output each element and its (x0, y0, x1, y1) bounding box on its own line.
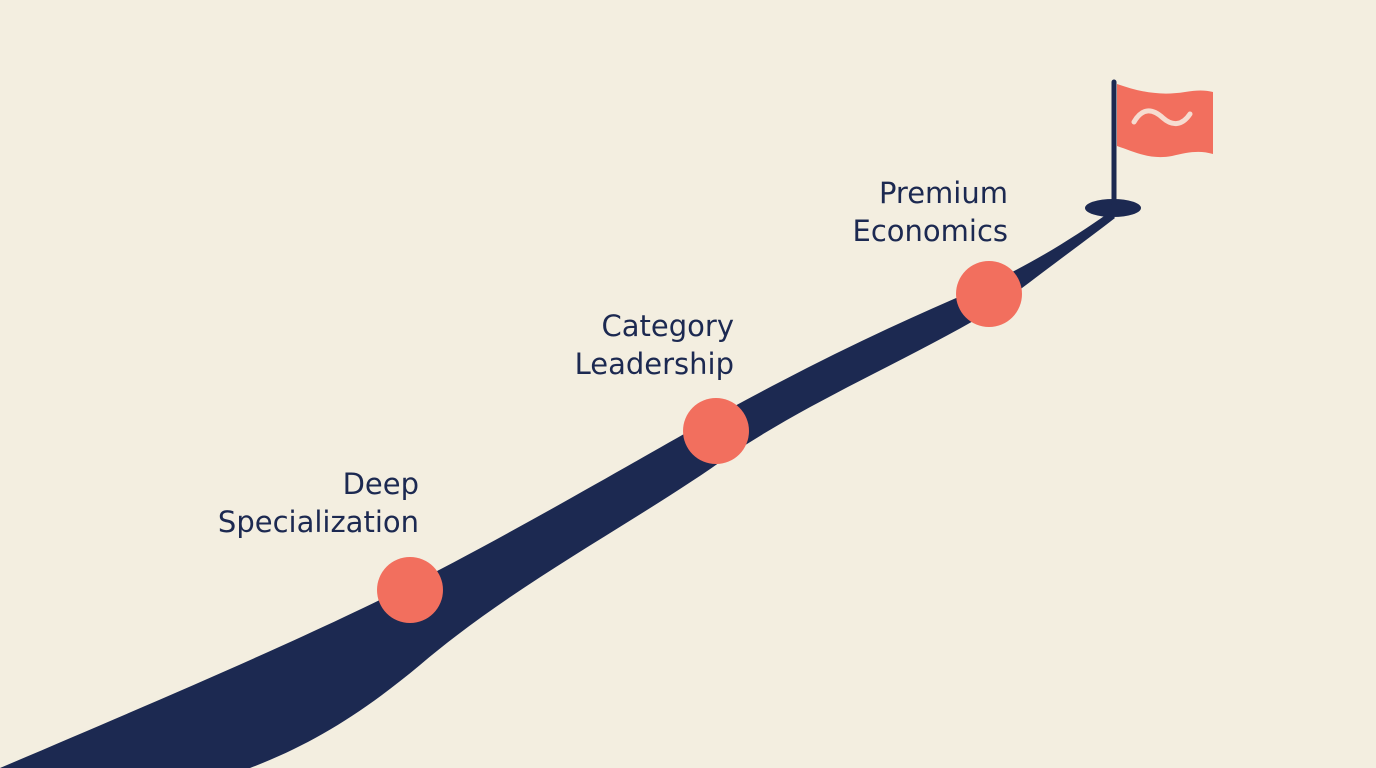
milestone-label-3-line1: Premium (878, 176, 1008, 210)
flag-icon (1117, 84, 1213, 158)
milestone-dot-3 (956, 261, 1022, 327)
milestone-dot-2 (683, 398, 749, 464)
milestone-label-3-line2: Economics (852, 214, 1009, 248)
growth-path (0, 212, 1115, 768)
milestone-label-2-line1: Category (601, 309, 734, 343)
milestone-label-2-line2: Leadership (574, 347, 734, 381)
milestone-dot-1 (377, 557, 443, 623)
milestone-label-1-line2: Specialization (217, 505, 419, 539)
milestone-label-3: Premium Economics (853, 174, 1009, 250)
goal-hole (1085, 199, 1141, 217)
milestone-label-2: Category Leadership (575, 307, 734, 383)
wave-icon (1131, 108, 1193, 126)
milestone-label-1: Deep Specialization (218, 465, 419, 541)
milestone-label-1-line1: Deep (342, 467, 419, 501)
